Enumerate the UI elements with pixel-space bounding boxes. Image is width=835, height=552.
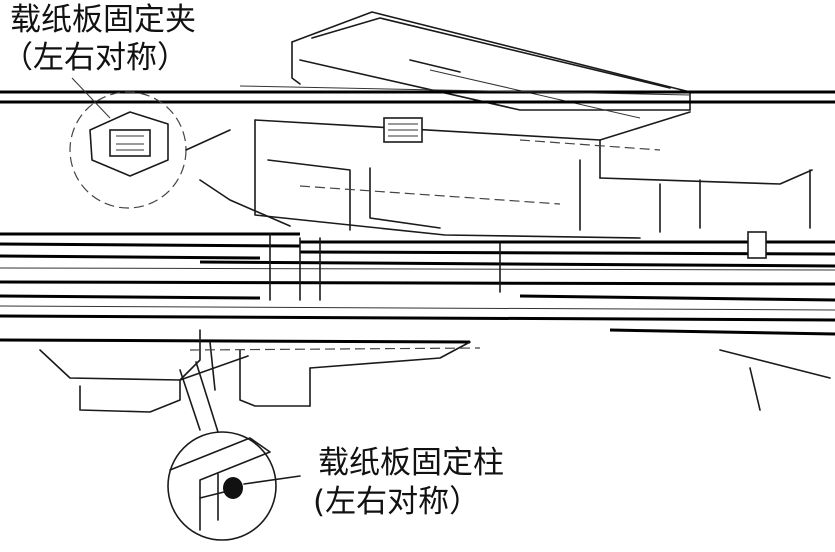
tray-front — [39, 329, 831, 413]
post-leader-lines — [179, 361, 219, 433]
clip-detail-circle — [69, 91, 291, 227]
clip-label-symmetric: （左右对称） — [2, 40, 188, 76]
clip-leader-line — [71, 77, 111, 119]
paper-guide-bar — [0, 85, 835, 104]
right-tray-guide — [747, 231, 767, 259]
printer-body — [254, 111, 813, 239]
paper-tray — [0, 231, 835, 344]
paper-tray-clip — [109, 129, 151, 157]
clip-label: 载纸板固定夹 — [10, 2, 196, 38]
post-detail-circle — [167, 431, 301, 541]
post-label-symmetric: (左右对称） — [313, 484, 481, 520]
paper-tray-post — [223, 477, 243, 499]
post-label: 载纸板固定柱 — [318, 445, 504, 481]
